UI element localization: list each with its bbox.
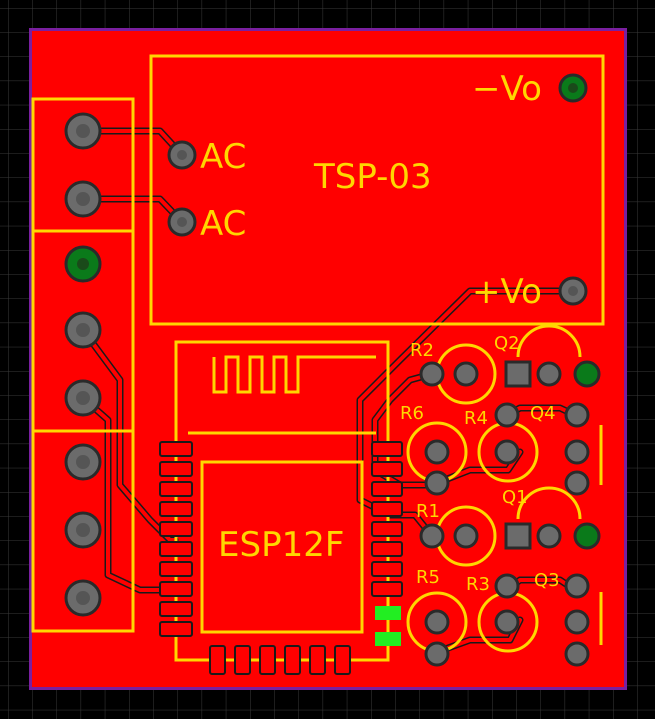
r4-label: R4 xyxy=(464,408,488,429)
pad-drill-holes xyxy=(76,124,578,605)
r2-label: R2 xyxy=(410,340,434,361)
q3-label: Q3 xyxy=(534,570,560,591)
q1-label: Q1 xyxy=(502,487,528,508)
esp12f-right-pads xyxy=(371,441,403,597)
ac-label: AC xyxy=(200,137,246,177)
smd-pad xyxy=(375,632,401,646)
ac-label: AC xyxy=(200,204,246,244)
r1-label: R1 xyxy=(416,501,440,522)
q2-label: Q2 xyxy=(494,333,520,354)
transistor-square-pad xyxy=(504,360,532,388)
r6-label: R6 xyxy=(400,403,424,424)
r5-label: R5 xyxy=(416,567,440,588)
vo-plus-label: +Vo xyxy=(472,272,542,312)
transistor-square-pad xyxy=(504,522,532,550)
tsp03-module-outline xyxy=(149,54,605,326)
q4-label: Q4 xyxy=(530,403,556,424)
esp-label: ESP12F xyxy=(218,525,344,565)
module-label: TSP-03 xyxy=(313,157,432,197)
vo-minus-label: −Vo xyxy=(472,69,542,109)
connector-silkscreen xyxy=(31,97,135,633)
transistor-silkscreen xyxy=(516,324,603,645)
r3-label: R3 xyxy=(466,574,490,595)
esp12f-bottom-pads xyxy=(209,645,351,675)
ground-drill-holes xyxy=(77,83,578,270)
esp12f-left-pads xyxy=(159,441,193,637)
smd-pad xyxy=(375,606,401,620)
